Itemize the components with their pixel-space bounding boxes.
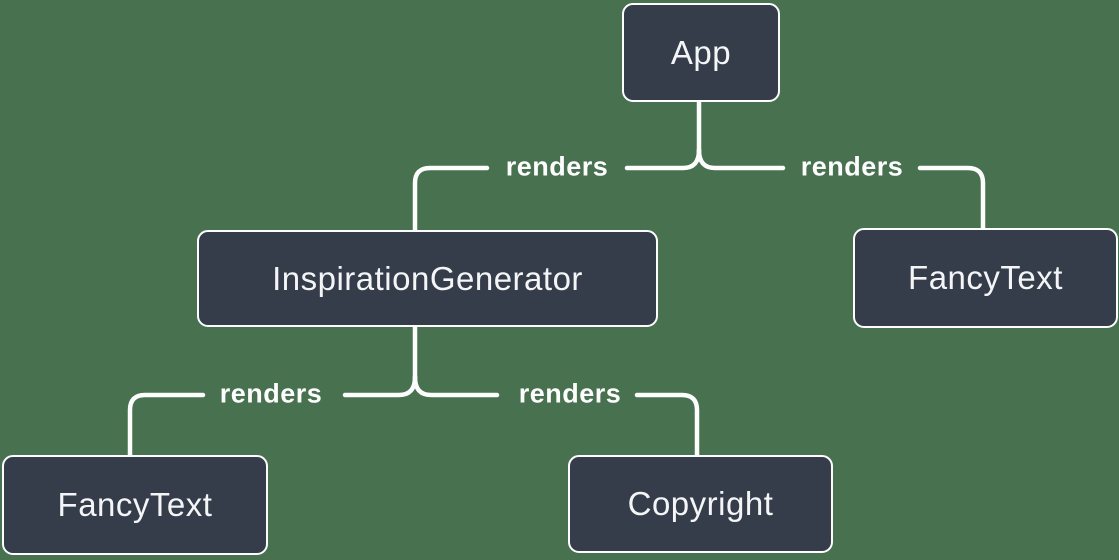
node-fancy-text-right: FancyText bbox=[853, 228, 1118, 328]
node-inspiration-generator: InspirationGenerator bbox=[197, 230, 658, 327]
edge-label-inspirationgenerator-copyright: renders bbox=[518, 378, 622, 409]
edge-inspirationgenerator-to-copyright-flare bbox=[412, 374, 500, 398]
node-app-label: App bbox=[670, 33, 732, 71]
node-inspiration-generator-label: InspirationGenerator bbox=[272, 259, 583, 297]
node-app: App bbox=[622, 3, 780, 102]
node-fancy-text-left: FancyText bbox=[2, 455, 268, 555]
node-copyright: Copyright bbox=[568, 455, 833, 553]
edge-label-inspirationgenerator-fancytext: renders bbox=[219, 378, 323, 409]
edge-app-to-fancytext-flare bbox=[696, 147, 786, 171]
node-fancy-text-right-label: FancyText bbox=[908, 259, 1063, 296]
edge-inspirationgenerator-to-fancytext-corner bbox=[127, 392, 206, 459]
edge-label-app-inspirationgenerator: renders bbox=[505, 151, 609, 182]
edge-app-to-inspirationgenerator-corner bbox=[412, 165, 490, 234]
edge-inspirationgenerator-to-fancytext-flare bbox=[342, 374, 418, 398]
node-copyright-label: Copyright bbox=[627, 485, 774, 522]
node-fancy-text-left-label: FancyText bbox=[57, 486, 213, 523]
edge-label-app-fancytext: renders bbox=[800, 151, 904, 182]
edge-app-to-inspirationgenerator-flare bbox=[624, 147, 702, 171]
edge-inspirationgenerator-to-copyright-corner bbox=[634, 392, 700, 459]
edge-app-to-fancytext-corner bbox=[917, 165, 986, 232]
